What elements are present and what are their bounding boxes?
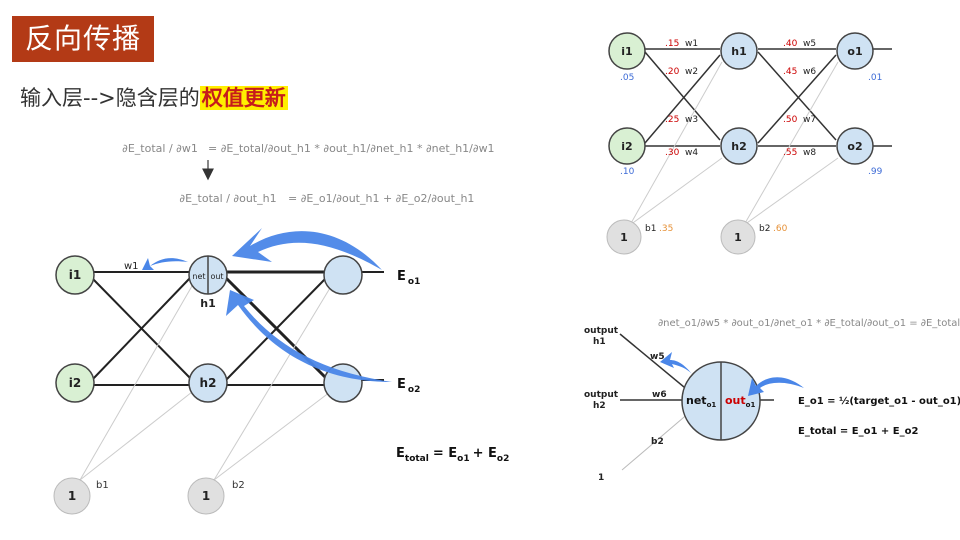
right-w5-value: .40: [783, 39, 798, 49]
right-b1-value: .35: [659, 224, 673, 234]
subtitle-prefix: 输入层-->隐含层的: [20, 86, 200, 110]
left-b1-label: b1: [96, 480, 109, 491]
right-node-o2-label: o2: [847, 140, 862, 153]
o1-eo1-equation: E_o1 = ½(target_o1 - out_o1)²: [798, 396, 960, 407]
left-bias-2: [187, 477, 225, 515]
right-o1-value: .01: [868, 73, 882, 83]
right-o2-value: .99: [868, 167, 883, 177]
right-w6-label: w6: [803, 67, 816, 77]
left-b2-label: b2: [232, 480, 245, 491]
left-node-h2: [188, 363, 228, 403]
right-bias-1-label: 1: [620, 231, 628, 244]
left-node-i2-label: i2: [69, 376, 81, 390]
backprop-arrow-eo1: [232, 228, 382, 270]
right-w8-label: w8: [803, 148, 816, 158]
right-bias-1: [606, 219, 642, 255]
right-node-i1: [608, 32, 646, 70]
left-bias-1: [53, 477, 91, 515]
formula-chain-lhs: ∂E_total / ∂w1: [122, 142, 198, 155]
left-bias-2-label: 1: [202, 489, 210, 503]
left-node-h1-net: net: [192, 272, 205, 281]
formula-sum-lhs: ∂E_total / ∂out_h1: [179, 192, 276, 205]
right-node-o1-label: o1: [847, 45, 862, 58]
right-network: i1 .05 i2 .10 h1 h2 o1 .01 o2 .99 .15 w1…: [606, 32, 892, 255]
formula-sum-rhs: = ∂E_o1/∂out_h1 + ∂E_o2/∂out_h1: [288, 192, 474, 205]
right-w4-label: w4: [685, 148, 698, 158]
left-node-h2-label: h2: [200, 376, 217, 390]
right-i2-value: .10: [620, 167, 635, 177]
right-w7-label: w7: [803, 115, 816, 125]
right-w3-label: w3: [685, 115, 698, 125]
right-node-h1-label: h1: [731, 45, 747, 58]
o1-b2-label: b2: [651, 437, 664, 447]
right-node-o1: [836, 32, 874, 70]
right-b2-label: b2: [759, 224, 770, 234]
left-node-o1: [323, 255, 363, 295]
right-node-h2-label: h2: [731, 140, 747, 153]
o1-out-label: outo1: [725, 394, 755, 409]
formula-chain-rhs: = ∂E_total/∂out_h1 * ∂out_h1/∂net_h1 * ∂…: [208, 142, 495, 155]
right-node-h1: [720, 32, 758, 70]
o1-detail: ∂net_o1/∂w5 * ∂out_o1/∂net_o1 * ∂E_total…: [584, 318, 960, 483]
left-w1-label: w1: [124, 261, 139, 272]
slide-title: 反向传播: [12, 16, 154, 62]
o1-one-label: 1: [598, 473, 604, 483]
left-node-i1-label: i1: [69, 268, 81, 282]
o1-arrow-in: [748, 377, 804, 396]
slide-subtitle: 输入层-->隐含层的权值更新: [20, 82, 288, 112]
right-w8-value: .55: [783, 148, 797, 158]
right-b2-value: .60: [773, 224, 788, 234]
right-w3-value: .25: [665, 115, 679, 125]
right-w6-value: .45: [783, 67, 797, 77]
o1-etotal-equation: E_total = E_o1 + E_o2: [798, 426, 918, 437]
right-bias-2-label: 1: [734, 231, 742, 244]
subtitle-highlight: 权值更新: [199, 86, 288, 110]
right-w1-label: w1: [685, 39, 698, 49]
left-etotal-equation: Etotal= Eo1+ Eo2: [396, 446, 509, 464]
backprop-arrow-w1: [142, 258, 188, 270]
left-node-i2: [55, 363, 95, 403]
o1-arrow-w5: [660, 352, 692, 374]
o1-chain-formula: ∂net_o1/∂w5 * ∂out_o1/∂net_o1 * ∂E_total…: [658, 318, 960, 329]
o1-w5-label: w5: [650, 352, 665, 362]
o1-net-label: neto1: [686, 394, 716, 409]
left-node-i1: [55, 255, 95, 295]
right-w1-value: .15: [665, 39, 679, 49]
right-node-i2-label: i2: [621, 140, 632, 153]
right-i1-value: .05: [620, 73, 634, 83]
right-node-i1-label: i1: [621, 45, 632, 58]
backprop-arrow-eo2: [226, 290, 392, 382]
left-bias-1-label: 1: [68, 489, 76, 503]
right-w7-value: .50: [783, 115, 798, 125]
right-node-i2: [608, 127, 646, 165]
right-node-h2: [720, 127, 758, 165]
right-b1-label: b1: [645, 224, 656, 234]
right-w2-label: w2: [685, 67, 698, 77]
right-bias-2: [720, 219, 756, 255]
left-node-h1-label: h1: [200, 297, 216, 310]
right-node-o2: [836, 127, 874, 165]
right-w4-value: .30: [665, 148, 680, 158]
right-w5-label: w5: [803, 39, 816, 49]
o1-w6-label: w6: [652, 390, 667, 400]
left-node-h1-out: out: [210, 272, 223, 281]
right-w2-value: .20: [665, 67, 680, 77]
